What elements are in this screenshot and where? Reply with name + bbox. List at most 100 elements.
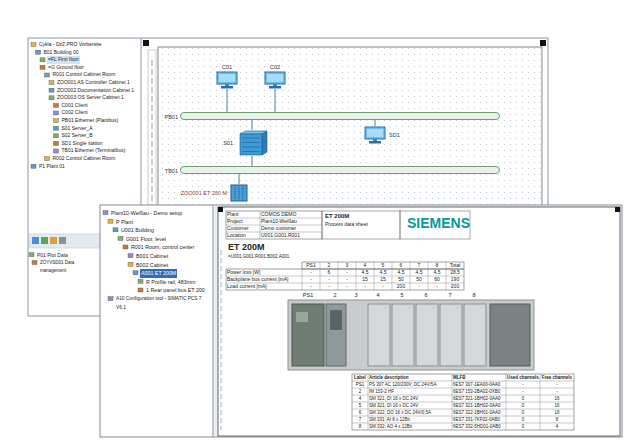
table-rule [540,374,541,430]
tree-icon [123,245,128,249]
tree-icon [36,50,41,54]
server-slot [242,151,260,152]
table-cell: Total [447,262,463,269]
corner-mark [143,40,149,46]
tree-icon [45,157,50,161]
tree-item: G001 Floor, level [125,235,167,244]
slot-number: 6 [415,292,437,299]
tree-icon [113,228,118,232]
table-cell: - [303,269,319,276]
table-cell: Backplane bus current [mA] [227,276,301,283]
tree-item: B002 Cabinet [135,261,169,270]
interface-module [326,304,346,366]
bus-connector [239,174,240,184]
table-cell: Customer [227,225,259,232]
table-cell: 2 [321,262,337,269]
table-cell: 7 [353,416,367,423]
table-cell: 6ES7 153-2BA02-0XB0 [453,388,505,395]
tree-icon [128,254,133,258]
tree-icon [40,65,45,69]
toolbar-icon [59,237,66,244]
node-label: PB01 [165,114,178,121]
bus-band: PB01 [180,112,500,120]
mon-icon [216,71,238,89]
table-cell: Demo customer [261,225,321,232]
monitor-neck [225,84,229,86]
tree-icon [108,219,113,223]
table-cell: 5 [375,262,391,269]
table-rule [374,262,375,269]
monitor-glass [219,74,235,82]
slot-number: PS1 [293,292,323,299]
table-cell: Article description [369,374,451,381]
server-slot [242,142,260,143]
table-border [226,269,464,290]
node-label: C02 [262,64,288,71]
tree-item: R001 Room, control center [130,243,195,252]
profile-rail [288,300,534,370]
table-cell: COMOS DEMO [261,211,321,218]
table-cell: 0 [507,409,539,416]
device-title: ET 200M [228,242,265,252]
bus-connector [275,89,276,112]
monitor-screen [365,127,385,139]
table-cell: 200 [447,283,463,290]
table-cell: - [339,269,355,276]
table-cell: 4.5 [411,269,427,276]
monitor-screen [265,72,285,84]
table-cell: 6 [353,409,367,416]
table-cell: Plant10-Weißau [261,218,321,225]
table-cell: Load current [mA] [227,283,301,290]
toolbar-icon [41,237,48,244]
table-rule [352,388,574,389]
table-cell: 6ES7 322-1BH01-0AA0 [453,409,505,416]
tree-item: B01 Building 00 [43,49,80,57]
cabinet-slot [235,187,236,199]
tree-icon [138,279,143,283]
interface-front [330,310,342,330]
tree-icon [54,119,59,123]
table-cell: SM 321; DI 16 x DC 24V [369,402,451,409]
tree-item: Plant10-Weißau - Demo setup [110,209,183,218]
table-rule [352,395,574,396]
table-rule [352,409,574,410]
table-cell: SM 331; AI 8 x 12Bit [369,416,451,423]
cab-icon [230,184,248,202]
tree-item: =FL First floor [47,56,80,64]
monitor-glass [267,74,283,82]
tree-icon [128,262,133,266]
slot-number: 8 [463,292,485,299]
tree-icon [40,58,45,62]
tree-item: R Profile rail, 483mm [145,278,196,287]
cabinet-body [231,185,247,201]
data-sheet-page [218,207,620,436]
table-cell: 4 [357,262,373,269]
tree-item: PB01 Ethernet (Plantbus) [61,117,120,125]
tree-item: P Plant [115,218,134,227]
table-rule [338,269,339,290]
corner-mark [615,207,620,212]
table-cell: SM 321; DI 16 x DC 24V [369,395,451,402]
tree-icon [49,81,54,85]
table-cell: 4 [353,395,367,402]
slot-number: 3 [347,292,365,299]
tree-item: 1 Rear panel bus ET 200 [145,286,206,295]
panel-divider [213,205,214,437]
monitor-screen [217,72,237,84]
io-module [392,304,414,366]
mon-icon [264,71,286,89]
tree-item: Cykla - DzZ PRO Vorbereite [38,41,103,49]
bus-connector [227,89,228,112]
tree-item: ZOO002 Documentation Cabinet 1 [56,87,135,95]
table-cell: 6ES7 331-7KF02-0AB0 [453,416,505,423]
table-cell: Location [227,232,259,239]
tree-item: C001 Client [61,102,89,110]
station-node: C01 [214,64,240,89]
sheet-background [214,206,621,436]
table-cell: PS1 [353,381,367,388]
table-rule [410,262,411,269]
et200m-rack [288,300,534,370]
tree-icon [29,253,34,257]
table-cell: 8 [429,262,445,269]
tree-item: R001 Control Cabinet Room [52,71,117,79]
